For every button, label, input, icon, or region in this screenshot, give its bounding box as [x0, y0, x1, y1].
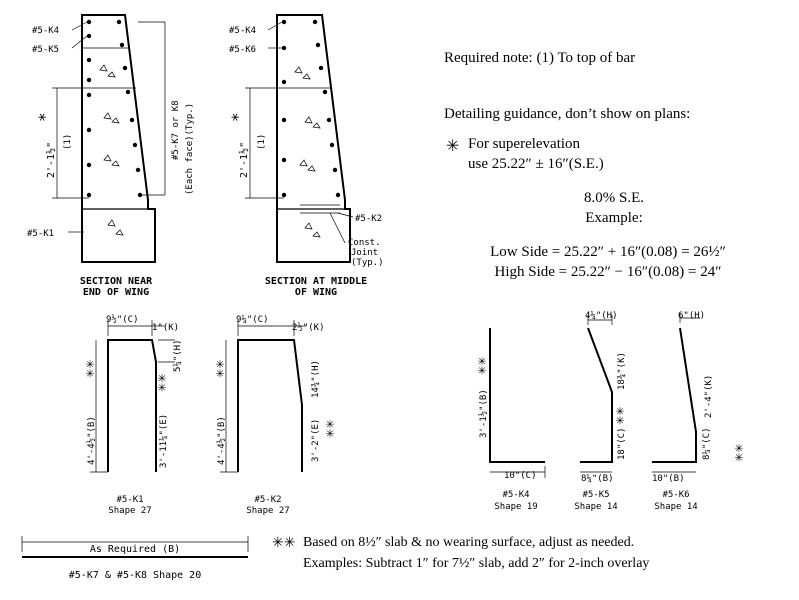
k4-dim-b: 3'-1½"(B) — [478, 389, 489, 438]
k2-double-star-b: ✳✳ — [215, 360, 227, 378]
detailing-guidance: Detailing guidance, don’t show on plans: — [444, 106, 690, 122]
k4-dim-c: 10"(C) — [504, 471, 537, 481]
k5-label: #5-K5 — [582, 490, 609, 500]
guidance-star: ✳ — [446, 138, 459, 155]
const-joint-line2: Joint — [351, 248, 378, 258]
note-1-mark: (1) — [63, 134, 73, 150]
k7-k8-caption: #5-K7 & #5-K8 Shape 20 — [69, 570, 201, 581]
superelevation-star: * — [35, 112, 54, 122]
k5-dim-k: 18¾"(K) — [617, 352, 627, 390]
k6-label: #5-K6 — [662, 490, 689, 500]
k2-dim-k: 2½"(K) — [292, 322, 325, 333]
bar-k1-shape-27: 9½"(C) 1"(K) 5¼"(H) 4'-4½"(B) 3'-11¼"(E)… — [85, 314, 183, 516]
k6-leader-label: #5-K6 — [229, 45, 256, 55]
section-caption-mid-line1: SECTION AT MIDDLE — [265, 276, 367, 287]
section-at-middle-of-wing: #5-K4 #5-K6 #5-K2 Const. Joint (Typ.) 2'… — [228, 14, 384, 298]
k2-dim-h: 14¾"(H) — [311, 360, 321, 398]
bar-k5-shape-14: 4¼"(H) 18¾"(K) 18"(C) ✳✳ 8¼"(B) #5-K5 Sh… — [574, 311, 627, 512]
superelevation-line1: For superelevation — [468, 136, 581, 152]
k2-shape: Shape 27 — [246, 506, 289, 516]
superelevation-star-mid: * — [228, 112, 247, 122]
const-joint-line3: (Typ.) — [351, 258, 384, 268]
k1-dim-e: 3'-11¼"(E) — [159, 414, 169, 468]
k1-shape: Shape 27 — [108, 506, 151, 516]
required-note: Required note: (1) To top of bar — [444, 50, 635, 66]
k2-leader-label: #5-K2 — [355, 214, 382, 224]
high-side-calc: High Side = 25.22″ − 16″(0.08) = 24″ — [494, 264, 721, 280]
section-caption-mid-line2: OF WING — [295, 287, 337, 298]
k2-label: #5-K2 — [254, 495, 281, 505]
section-near-end-of-wing: #5-K4 #5-K5 #5-K1 #5-K7 or K8 (Each face… — [27, 14, 195, 298]
k6-dim-c: 8¼"(C) — [702, 427, 712, 460]
k2-double-star-e: ✳✳ — [325, 420, 337, 438]
k5-shape: Shape 14 — [574, 502, 617, 512]
bar-k4-shape-19: 3'-1½"(B) ✳✳ 10"(C) #5-K4 Shape 19 — [477, 328, 546, 512]
low-side-calc: Low Side = 25.22″ + 16″(0.08) = 26½″ — [490, 244, 726, 260]
k4-shape: Shape 19 — [494, 502, 537, 512]
k1-dim-b: 4'-4½"(B) — [86, 416, 97, 465]
k5-dim-h: 4¼"(H) — [585, 311, 618, 321]
wall-height-dimension-mid: 2'-1½" — [238, 142, 250, 178]
k2-dim-e: 3'-2"(E) — [311, 419, 321, 462]
k6-shape: Shape 14 — [654, 502, 697, 512]
k4-leader-label-mid: #5-K4 — [229, 26, 256, 36]
k6-dim-b: 10"(B) — [652, 474, 685, 484]
k1-leader-label: #5-K1 — [27, 229, 54, 239]
superelevation-line2: use 25.22″ ± 16″(S.E.) — [468, 156, 604, 172]
each-face-label: (Each face)(Typ.) — [185, 103, 195, 195]
k5-double-star: ✳✳ — [615, 407, 627, 425]
k2-dim-c: 9¼"(C) — [236, 315, 269, 325]
k1-dim-c: 9½"(C) — [106, 314, 139, 325]
k5-dim-c: 18"(C) — [617, 427, 627, 460]
k1-dim-h: 5¼"(H) — [173, 339, 183, 372]
bar-k7-k8-shape-20: As Required (B) #5-K7 & #5-K8 Shape 20 — [21, 536, 249, 581]
se-percent: 8.0% S.E. — [584, 190, 644, 206]
k2-dim-b: 4'-4½"(B) — [216, 416, 227, 465]
k5-dim-b: 8¼"(B) — [581, 474, 614, 484]
k6-dim-h: 6"(H) — [678, 311, 705, 321]
k1-label: #5-K1 — [116, 495, 143, 505]
footnote-line1: Based on 8½″ slab & no wearing surface, … — [303, 535, 634, 550]
k7-k8-length-label: As Required (B) — [90, 544, 180, 555]
k5-leader-label: #5-K5 — [32, 45, 59, 55]
footnote-line2: Examples: Subtract 1″ for 7½″ slab, add … — [303, 556, 649, 571]
bar-k6-shape-14: 6"(H) 2'-4"(K) 8¼"(C) ✳✳ 10"(B) #5-K6 Sh… — [652, 311, 746, 512]
example-heading: Example: — [585, 210, 642, 226]
k1-double-star-e: ✳✳ — [157, 374, 169, 392]
const-joint-line1: Const. — [348, 238, 381, 248]
section-caption-line2: END OF WING — [83, 287, 149, 298]
k4-leader-label: #5-K4 — [32, 26, 59, 36]
wall-height-dimension: 2'-1½" — [45, 142, 57, 178]
k4-double-star: ✳✳ — [477, 357, 489, 375]
k1-double-star-b: ✳✳ — [85, 360, 97, 378]
bar-k2-shape-27: 9¼"(C) 2½"(K) 14¾"(H) 4'-4½"(B) 3'-2"(E)… — [215, 315, 337, 516]
k4-label: #5-K4 — [502, 490, 529, 500]
footnote: ✳✳ Based on 8½″ slab & no wearing surfac… — [272, 535, 649, 571]
section-caption-line1: SECTION NEAR — [80, 276, 153, 287]
k6-double-star: ✳✳ — [734, 444, 746, 462]
footnote-double-star: ✳✳ — [272, 536, 295, 551]
k7-k8-label: #5-K7 or K8 — [171, 100, 181, 160]
notes-block: Required note: (1) To top of bar Detaili… — [444, 50, 726, 280]
note-1-mark-mid: (1) — [257, 134, 267, 150]
k6-dim-k: 2'-4"(K) — [704, 375, 714, 418]
k1-dim-k: 1"(K) — [152, 323, 179, 333]
